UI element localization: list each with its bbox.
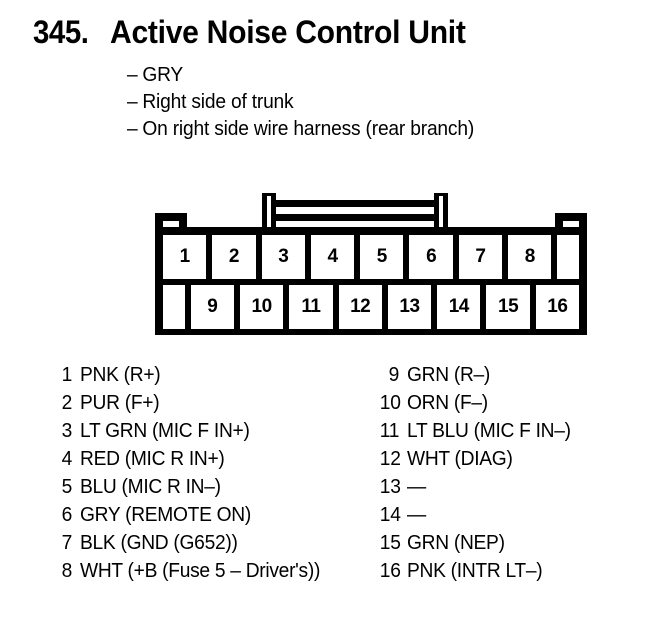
pin-label: PNK (R+) xyxy=(80,364,161,386)
pin-number: 2 xyxy=(61,392,73,414)
bullet-dash-icon: – xyxy=(127,91,138,113)
pin-label: BLK (GND (G652)) xyxy=(80,532,238,554)
detail-bullet: –GRY xyxy=(127,62,626,89)
pin-list-item: 5 BLU (MIC R IN–) xyxy=(52,476,330,504)
detail-bullet: –On right side wire harness (rear branch… xyxy=(127,116,626,143)
pin-number: 12 xyxy=(379,448,401,470)
connector-cell-blank xyxy=(163,285,185,329)
section-title: Active Noise Control Unit xyxy=(110,14,466,50)
pin-list-item: 3 LT GRN (MIC F IN+) xyxy=(52,420,330,448)
connector-pin-cell: 6 xyxy=(409,235,453,279)
pin-number: 7 xyxy=(61,532,73,554)
pin-label: — xyxy=(407,476,426,498)
section-number: 345. xyxy=(33,14,89,50)
connector-pin-cell: 2 xyxy=(212,235,256,279)
pin-number: 9 xyxy=(388,364,400,386)
latch-post-left-slot xyxy=(267,196,271,228)
connector-pin-cell: 10 xyxy=(239,285,284,329)
pin-label: WHT (DIAG) xyxy=(407,448,513,470)
pin-list-item: 13 — xyxy=(379,476,578,504)
pin-list-item: 2 PUR (F+) xyxy=(52,392,330,420)
pin-number: 4 xyxy=(61,448,73,470)
connector-pin-cell: 16 xyxy=(535,285,580,329)
connector-latch-bracket xyxy=(262,193,448,228)
connector-pin-cell: 15 xyxy=(486,285,530,329)
pin-number: 8 xyxy=(61,560,73,582)
bullet-text: On right side wire harness (rear branch) xyxy=(142,118,475,140)
latch-bar-lower xyxy=(276,214,448,221)
pin-number: 16 xyxy=(379,560,401,582)
pin-number: 5 xyxy=(61,476,73,498)
connector-pin-cell: 11 xyxy=(289,285,333,329)
pin-label: — xyxy=(407,504,426,526)
bullet-text: GRY xyxy=(142,64,184,86)
connector-pin-cell: 7 xyxy=(458,235,503,279)
page-title: 345. Active Noise Control Unit xyxy=(33,14,489,51)
pin-number: 10 xyxy=(379,392,401,414)
pin-list-item: 7 BLK (GND (G652)) xyxy=(52,532,330,560)
pin-label: BLU (MIC R IN–) xyxy=(80,476,221,498)
pin-list-item: 12 WHT (DIAG) xyxy=(379,448,578,476)
pin-label: ORN (F–) xyxy=(407,392,488,414)
latch-post-right-slot xyxy=(439,196,443,228)
connector-pin-cell: 12 xyxy=(338,285,382,329)
connector-cell-blank xyxy=(557,235,580,279)
latch-post-right-icon xyxy=(434,193,448,228)
pin-label: PNK (INTR LT–) xyxy=(407,560,543,582)
pin-list-item: 10 ORN (F–) xyxy=(379,392,578,420)
pin-number: 3 xyxy=(61,420,73,442)
connector-pin-cell: 13 xyxy=(387,285,432,329)
pin-list-item: 11 LT BLU (MIC F IN–) xyxy=(379,420,578,448)
pin-list-item: 4 RED (MIC R IN+) xyxy=(52,448,330,476)
pin-number: 13 xyxy=(379,476,401,498)
connector-pin-cell: 5 xyxy=(360,235,404,279)
pin-label: LT BLU (MIC F IN–) xyxy=(407,420,571,442)
pin-number: 14 xyxy=(379,504,401,526)
pin-list-item: 14 — xyxy=(379,504,578,532)
pin-label: GRY (REMOTE ON) xyxy=(80,504,251,526)
pin-label: PUR (F+) xyxy=(80,392,160,414)
pin-label: LT GRN (MIC F IN+) xyxy=(80,420,250,442)
pin-label: RED (MIC R IN+) xyxy=(80,448,225,470)
pin-list-item: 16 PNK (INTR LT–) xyxy=(379,560,578,588)
pin-number: 1 xyxy=(61,364,73,386)
pin-label: WHT (+B (Fuse 5 – Driver's)) xyxy=(80,560,321,582)
pin-list-item: 1 PNK (R+) xyxy=(52,364,330,392)
pin-list-item: 8 WHT (+B (Fuse 5 – Driver's)) xyxy=(52,560,330,588)
pin-list-item: 6 GRY (REMOTE ON) xyxy=(52,504,330,532)
detail-bullet-list: –GRY–Right side of trunk–On right side w… xyxy=(127,62,647,143)
latch-post-left-icon xyxy=(262,193,276,228)
bullet-dash-icon: – xyxy=(127,118,138,140)
connector-pin-cell: 9 xyxy=(190,285,234,329)
pin-number: 15 xyxy=(379,532,401,554)
pin-number: 11 xyxy=(379,420,400,442)
pin-list-item: 15 GRN (NEP) xyxy=(379,532,578,560)
pin-list-left-column: 1 PNK (R+) 2 PUR (F+) 3 LT GRN (MIC F IN+) 4 RE… xyxy=(52,364,330,588)
pin-label: GRN (R–) xyxy=(407,364,491,386)
connector-pin-cell: 8 xyxy=(508,235,552,279)
detail-bullet: –Right side of trunk xyxy=(127,89,626,116)
bullet-text: Right side of trunk xyxy=(142,91,294,113)
connector-pin-cell: 1 xyxy=(163,235,207,279)
bullet-dash-icon: – xyxy=(127,64,138,86)
connector-pin-cell: 4 xyxy=(310,235,355,279)
connector-pin-cell: 3 xyxy=(261,235,305,279)
pin-label: GRN (NEP) xyxy=(407,532,505,554)
pin-list-item: 9 GRN (R–) xyxy=(379,364,578,392)
latch-bar-upper xyxy=(276,200,448,207)
connector-pin-cell: 14 xyxy=(437,285,481,329)
pin-number: 6 xyxy=(61,504,73,526)
